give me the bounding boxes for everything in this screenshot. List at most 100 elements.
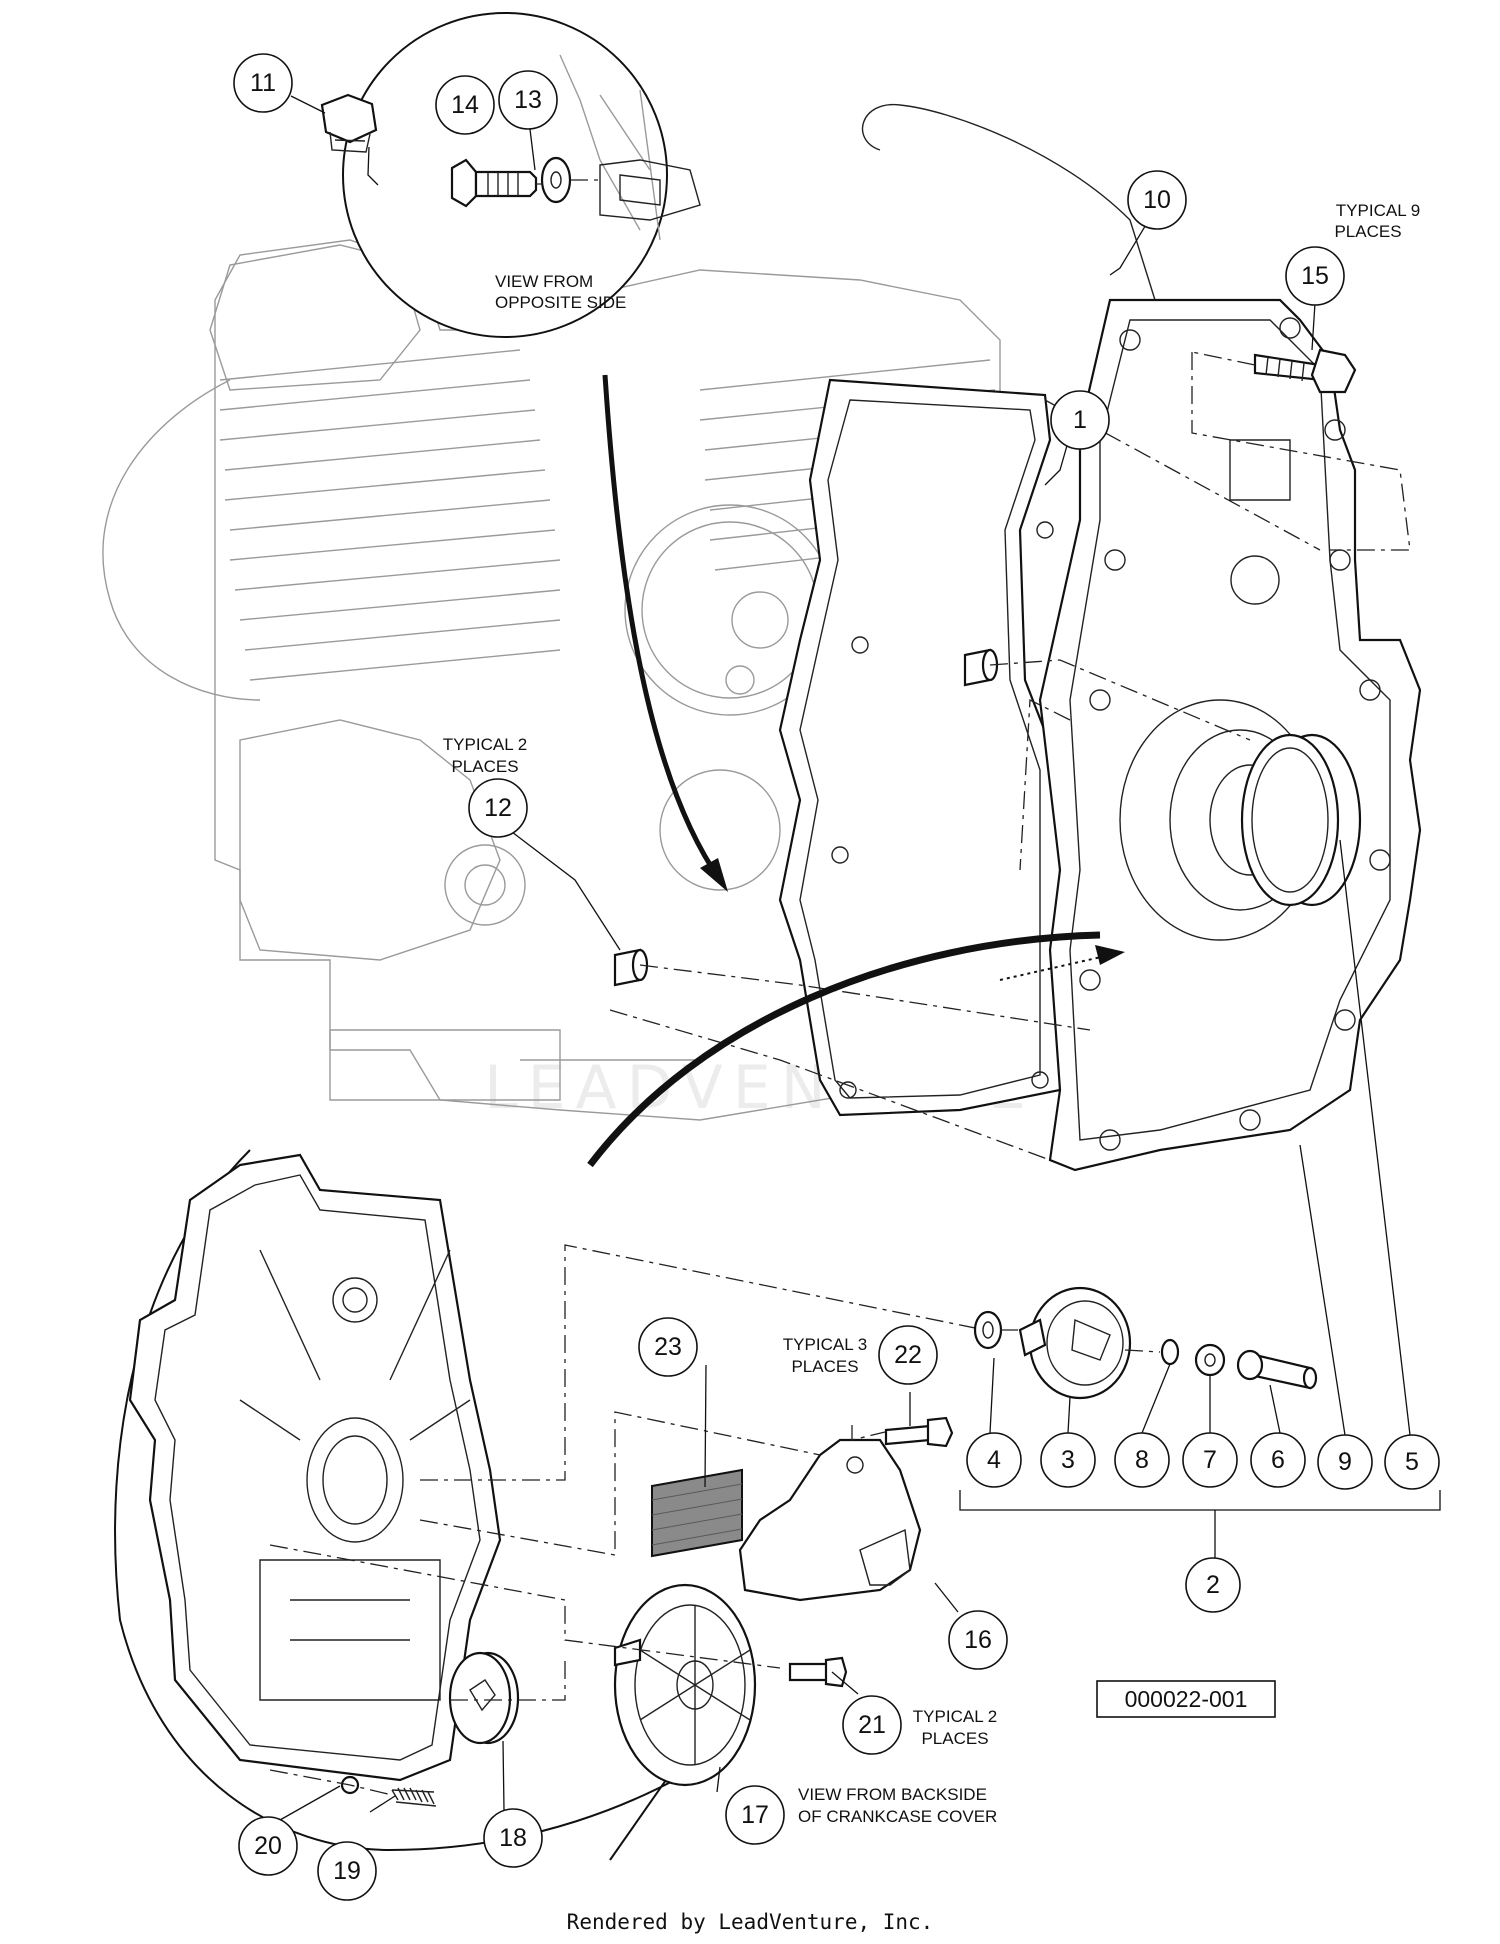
governor-gear-17	[613, 1583, 757, 1787]
screw-22	[884, 1416, 954, 1448]
note-typical-9: TYPICAL 9 PLACES	[1334, 201, 1420, 241]
render-credit: Rendered by LeadVenture, Inc.	[567, 1910, 934, 1934]
svg-text:19: 19	[333, 1857, 361, 1885]
svg-text:PLACES: PLACES	[451, 757, 518, 776]
svg-text:TYPICAL 3: TYPICAL 3	[783, 1335, 867, 1354]
alignment-line-e	[1019, 698, 1071, 871]
note-view-backside: VIEW FROM BACKSIDE OF CRANKCASE COVER	[798, 1785, 997, 1826]
callouts: 11 14 13 10 15 1 12 23 22 4 3 8 7 6 9 5 …	[233, 53, 1440, 1901]
dowel-pin-upper	[963, 648, 999, 687]
svg-text:VIEW FROM BACKSIDE: VIEW FROM BACKSIDE	[798, 1785, 987, 1804]
callout-6: 6	[1250, 1432, 1306, 1488]
alignment-line-f	[269, 1769, 393, 1796]
svg-text:8: 8	[1135, 1446, 1149, 1474]
backside-bearing-bore	[306, 1417, 404, 1543]
cylinder-fins-left	[219, 349, 561, 681]
svg-text:11: 11	[250, 69, 276, 97]
svg-text:22: 22	[894, 1341, 922, 1369]
alignment-line-d	[609, 1009, 1051, 1161]
dowel-pin-lower	[613, 948, 649, 987]
svg-text:TYPICAL 2: TYPICAL 2	[443, 735, 527, 754]
bolt-14	[450, 158, 538, 208]
callout-5: 5	[1384, 1434, 1440, 1490]
svg-text:9: 9	[1338, 1448, 1352, 1476]
svg-text:7: 7	[1203, 1446, 1217, 1474]
callout-1: 1	[1050, 390, 1110, 450]
callout-21: 21	[842, 1695, 902, 1755]
filter-screen-23	[651, 1468, 743, 1558]
callout-12: 12	[468, 778, 528, 838]
note-typical-3: TYPICAL 3 PLACES	[783, 1335, 867, 1376]
washer-13	[540, 156, 572, 204]
svg-text:10: 10	[1143, 186, 1171, 214]
svg-text:21: 21	[858, 1711, 886, 1739]
spring-19	[391, 1787, 437, 1807]
alignment-line-j	[450, 1655, 566, 1701]
shaft-axis	[1000, 1329, 1161, 1353]
oil-fill-cap-11	[320, 93, 378, 153]
svg-text:2: 2	[1206, 1571, 1220, 1599]
oil-pump-rotor-18	[448, 1651, 520, 1745]
callout-16: 16	[948, 1610, 1008, 1670]
callout-2: 2	[1185, 1557, 1241, 1613]
svg-text:20: 20	[254, 1832, 282, 1860]
alignment-line-k	[851, 1425, 886, 1441]
crank-gear	[659, 769, 781, 891]
callout-9: 9	[1317, 1434, 1373, 1490]
callout-13: 13	[498, 70, 558, 130]
alignment-line-g	[420, 1244, 986, 1481]
note-typical-2-lower: TYPICAL 2 PLACES	[913, 1707, 997, 1748]
alignment-line-b	[989, 659, 1251, 741]
svg-text:13: 13	[514, 86, 542, 114]
shaft-6	[1236, 1349, 1318, 1390]
flow-arrow-top	[602, 374, 723, 882]
svg-text:OPPOSITE SIDE: OPPOSITE SIDE	[495, 293, 626, 312]
svg-text:TYPICAL 9: TYPICAL 9	[1336, 201, 1420, 220]
svg-text:6: 6	[1271, 1446, 1285, 1474]
washer-7	[1194, 1343, 1226, 1377]
gasket-1	[778, 378, 1062, 1117]
svg-text:000022-001: 000022-001	[1125, 1686, 1248, 1712]
callout-14: 14	[435, 75, 495, 135]
svg-text:PLACES: PLACES	[921, 1729, 988, 1748]
svg-text:1: 1	[1073, 406, 1087, 434]
callout-7: 7	[1182, 1432, 1238, 1488]
alignment-line-i	[269, 1544, 781, 1669]
spark-plug-wire	[102, 379, 261, 701]
leader-lines	[279, 95, 1411, 1821]
callout-15: 15	[1285, 246, 1345, 306]
svg-text:15: 15	[1301, 262, 1329, 290]
svg-text:4: 4	[987, 1446, 1001, 1474]
inset-backside-view	[114, 1149, 741, 1861]
callout-10: 10	[1127, 170, 1187, 230]
callout-20: 20	[238, 1816, 298, 1876]
svg-text:14: 14	[451, 91, 479, 119]
inset-opposite-side	[342, 12, 701, 338]
svg-text:TYPICAL 2: TYPICAL 2	[913, 1707, 997, 1726]
engine-base	[329, 1029, 561, 1101]
svg-text:OF CRANKCASE COVER: OF CRANKCASE COVER	[798, 1807, 997, 1826]
svg-text:VIEW FROM: VIEW FROM	[495, 272, 593, 291]
flow-arrow-lower	[587, 931, 1101, 1168]
drawing-id-box: 000022-001	[1096, 1680, 1276, 1718]
callout-11: 11	[233, 53, 293, 113]
cover-bolt-holes	[1079, 317, 1391, 1151]
screw-21	[788, 1656, 848, 1688]
svg-text:5: 5	[1405, 1448, 1419, 1476]
washer-4	[973, 1310, 1003, 1350]
svg-text:PLACES: PLACES	[791, 1357, 858, 1376]
svg-text:3: 3	[1061, 1446, 1075, 1474]
callout-8: 8	[1114, 1432, 1170, 1488]
callout-23: 23	[638, 1317, 698, 1377]
alignment-line-c	[639, 964, 1091, 1031]
svg-text:18: 18	[499, 1824, 527, 1852]
callout-19: 19	[317, 1841, 377, 1901]
svg-text:12: 12	[484, 794, 512, 822]
kit-2-bracket	[959, 1490, 1441, 1511]
note-view-opposite-side: VIEW FROM OPPOSITE SIDE	[495, 272, 626, 312]
hex-bolt-15	[1253, 348, 1357, 394]
callout-22: 22	[878, 1325, 938, 1385]
callout-4: 4	[966, 1432, 1022, 1488]
snap-ring-8	[1160, 1338, 1180, 1366]
